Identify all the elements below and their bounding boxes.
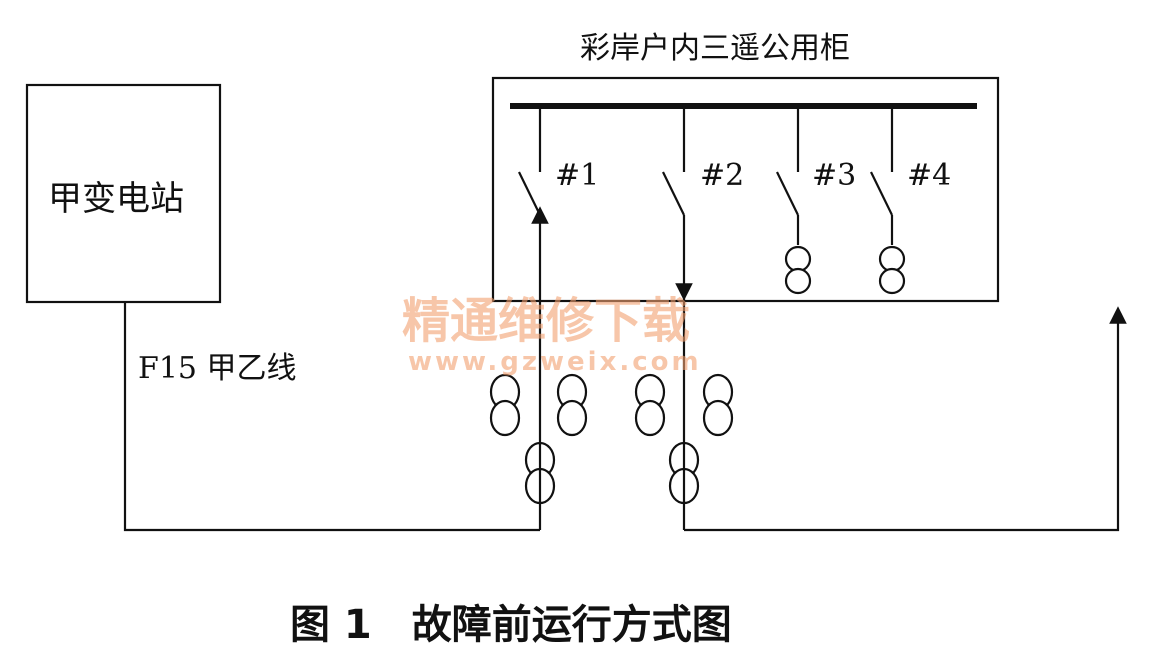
switch-3	[776, 106, 812, 295]
watermark-title: 精通维修下载	[402, 293, 690, 349]
switch-4	[870, 106, 906, 295]
feeder-line-f15	[123, 302, 540, 532]
ct-group-right	[634, 373, 734, 505]
cabinet-title: 彩岸户内三遥公用柜	[580, 31, 850, 66]
substation-box	[25, 83, 222, 304]
substation-label: 甲变电站	[48, 179, 184, 219]
ct-group-left	[489, 373, 588, 505]
feeder-label: F15 甲乙线	[138, 351, 297, 386]
cabinet-box	[491, 76, 1000, 303]
switch-label-1: #1	[555, 158, 599, 193]
switch-label-2: #2	[700, 158, 744, 193]
watermark-url: www.gzweix.com	[408, 347, 702, 377]
switch-label-3: #3	[812, 158, 856, 193]
figure-caption: 图 1 故障前运行方式图	[290, 602, 732, 648]
switch-label-4: #4	[907, 158, 951, 193]
outgoing-line	[684, 306, 1127, 532]
